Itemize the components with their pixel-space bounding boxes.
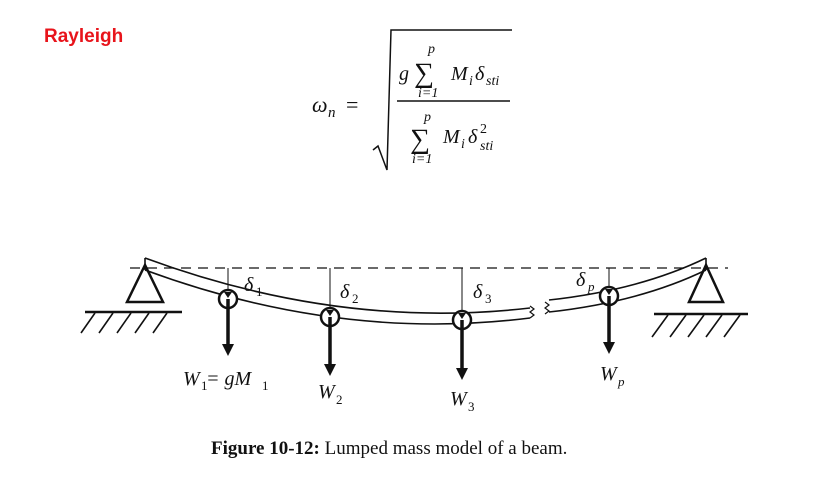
- sum-lower-limit: i=1: [412, 152, 432, 167]
- mass-symbol: M: [442, 126, 461, 148]
- sum-sign: ∑: [414, 58, 434, 89]
- delta-superscript: 2: [480, 122, 487, 137]
- beam-diagram: [80, 257, 748, 380]
- delta-subscript: sti: [486, 74, 499, 89]
- left-ground-hatch: [80, 312, 168, 334]
- beam-break-left: [529, 305, 535, 319]
- gravity-symbol: g: [399, 63, 409, 85]
- load-label: W: [318, 381, 337, 403]
- deflected-beam-top-right: [548, 257, 707, 301]
- figure-caption: Figure 10-12: Lumped mass model of a bea…: [211, 438, 631, 460]
- deflection-label: δ: [340, 281, 350, 303]
- load-label: W: [450, 388, 469, 410]
- svg-text:p: p: [617, 374, 625, 389]
- delta-symbol: δ: [468, 126, 478, 148]
- svg-text:p: p: [587, 279, 595, 294]
- svg-text:1: 1: [201, 378, 208, 393]
- figure-caption-text: Lumped mass model of a beam.: [319, 438, 568, 459]
- svg-text:3: 3: [485, 291, 492, 306]
- equals-sign: =: [346, 92, 358, 117]
- svg-text:2: 2: [352, 291, 359, 306]
- sqrt-sign: [372, 29, 512, 171]
- sum-sign: ∑: [410, 124, 430, 155]
- load-arrow: [456, 368, 468, 380]
- load-arrow: [222, 344, 234, 356]
- svg-text:3: 3: [468, 399, 475, 414]
- load-arrow: [324, 364, 336, 376]
- load-label: W: [183, 368, 202, 390]
- load-arrow: [603, 342, 615, 354]
- deflection-label: δ: [244, 274, 254, 296]
- sum-lower-limit: i=1: [418, 86, 438, 101]
- mass-symbol: M: [450, 63, 469, 85]
- svg-text:1: 1: [256, 284, 263, 299]
- page-title: Rayleigh: [44, 26, 124, 47]
- left-pin-support: [125, 262, 165, 304]
- delta-subscript: sti: [480, 139, 493, 154]
- beam-break-right: [544, 301, 550, 315]
- mass-subscript: i: [469, 74, 473, 89]
- right-ground-hatch: [651, 314, 741, 338]
- sum-upper-limit: p: [427, 42, 435, 57]
- delta-symbol: δ: [475, 63, 485, 85]
- sum-upper-limit: p: [423, 110, 431, 125]
- mass-subscript: i: [461, 137, 465, 152]
- deflected-beam-bottom-right: [548, 269, 707, 313]
- figure-label: Figure 10-12:: [211, 438, 320, 459]
- omega-subscript: n: [328, 105, 336, 121]
- rayleigh-formula: ω n = g p ∑ i=1 M i δ sti p ∑ i=1 M i δ …: [312, 29, 512, 171]
- right-pin-support: [687, 262, 725, 304]
- svg-text:= gM: = gM: [206, 368, 252, 390]
- svg-text:2: 2: [336, 392, 343, 407]
- deflection-label: δ: [576, 269, 586, 291]
- load-label: W: [600, 363, 619, 385]
- omega-symbol: ω: [312, 92, 328, 117]
- svg-text:1: 1: [262, 378, 269, 393]
- deflected-beam-top: [144, 257, 531, 314]
- deflection-label: δ: [473, 281, 483, 303]
